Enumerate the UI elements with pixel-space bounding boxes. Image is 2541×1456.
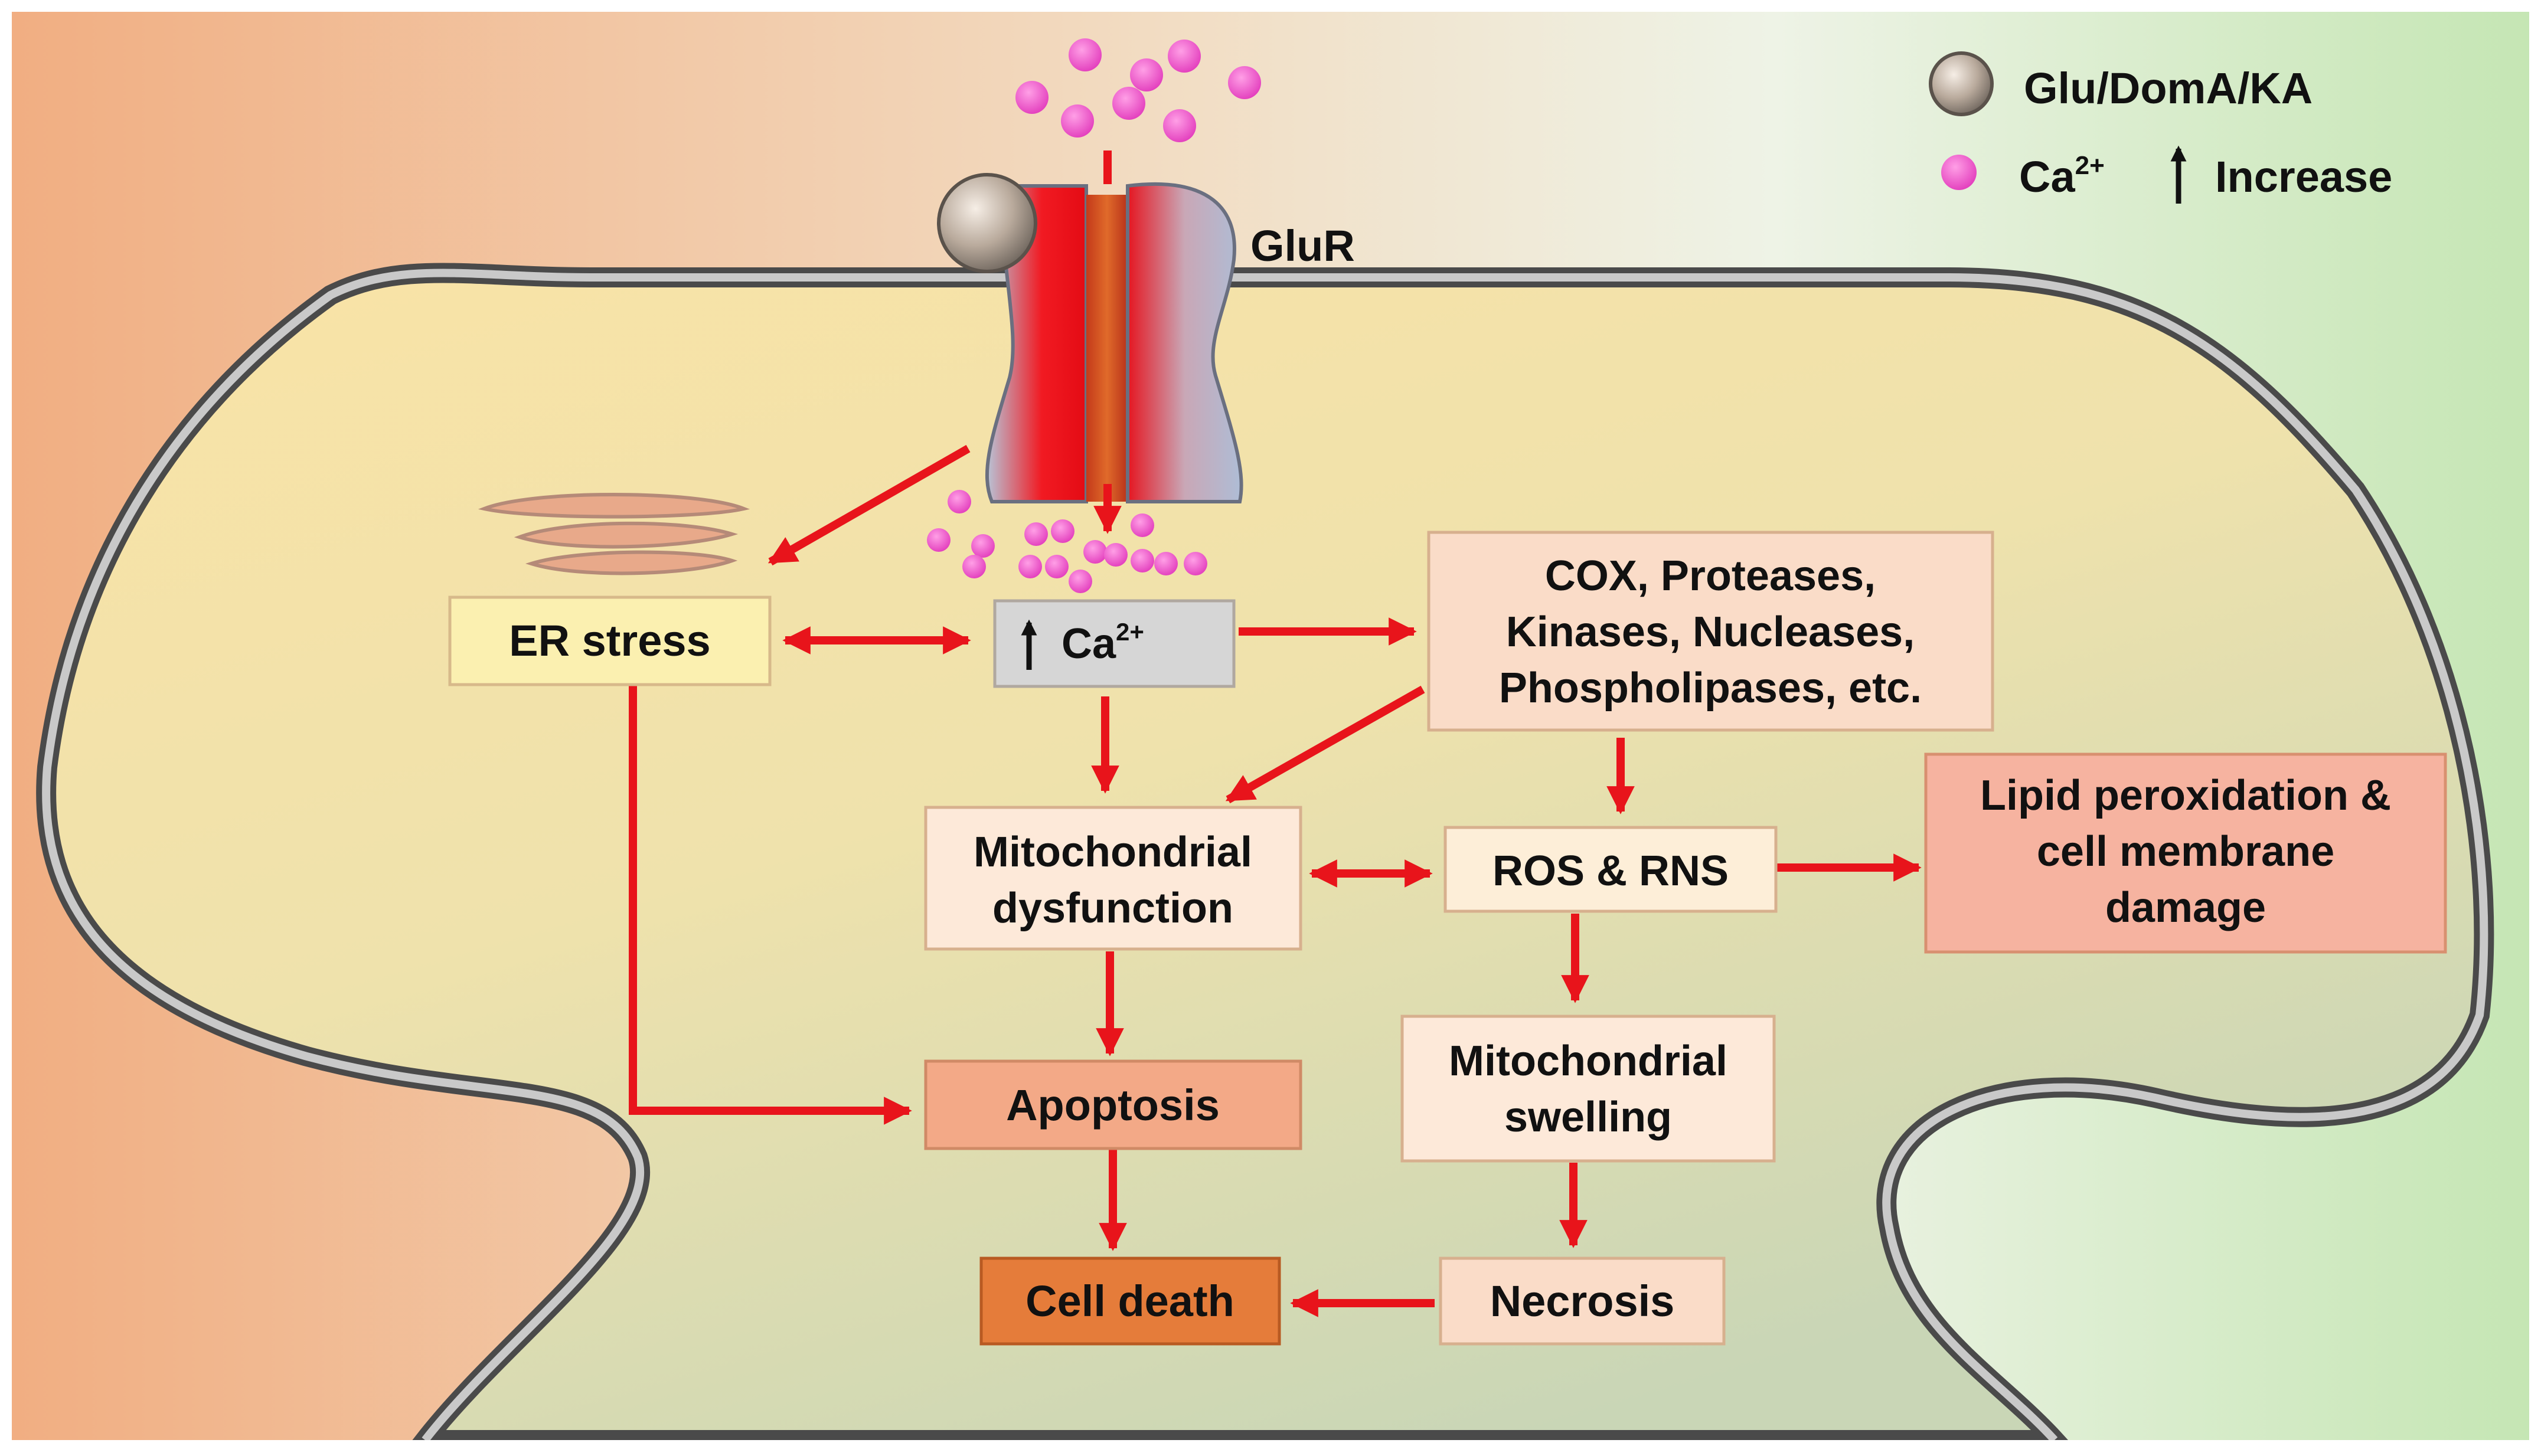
necrosis-label: Necrosis	[1490, 1277, 1675, 1326]
intracellular-calcium-cluster	[927, 490, 1207, 593]
lipid-line-2: cell membrane	[2037, 828, 2334, 875]
calcium-box-label: Ca2+	[1062, 618, 1144, 668]
legend-calcium-label: Ca2+	[2019, 151, 2105, 201]
lipid-box: Lipid peroxidation & cell membrane damag…	[1924, 752, 2447, 954]
necrosis-box: Necrosis	[1439, 1257, 1726, 1346]
glur-receptor-icon	[937, 173, 1243, 503]
ligand-legend-icon	[1929, 51, 1994, 116]
mito-dysfunction-box: Mitochondrial dysfunction	[924, 806, 1302, 951]
glur-label: GluR	[1250, 221, 1355, 270]
mito-swelling-line-1: Mitochondrial	[1449, 1038, 1727, 1085]
receptor-to-er-arrow	[767, 444, 971, 566]
calcium-legend-icon	[1941, 155, 1977, 190]
lipid-line-1: Lipid peroxidation &	[1980, 772, 2391, 819]
enzymes-line-3: Phospholipases, etc.	[1499, 665, 1922, 712]
ros-rns-label: ROS & RNS	[1492, 848, 1729, 895]
er-organelle-icon	[478, 493, 750, 575]
mito-dysfunction-line-2: dysfunction	[992, 885, 1233, 932]
cell-death-box: Cell death	[979, 1257, 1281, 1346]
er-stress-box: ER stress	[448, 596, 772, 686]
er-to-apoptosis-arrow	[629, 685, 912, 1125]
enzymes-line-2: Kinases, Nucleases,	[1506, 608, 1915, 656]
apoptosis-label: Apoptosis	[1006, 1081, 1220, 1130]
calcium-box: Ca2+	[993, 599, 1236, 688]
legend: Glu/DomA/KA Ca2+ Increase	[1929, 51, 2392, 204]
er-stress-label: ER stress	[509, 616, 710, 665]
enzymes-to-mito-arrow	[1225, 685, 1425, 804]
mito-dysfunction-line-1: Mitochondrial	[974, 829, 1252, 876]
legend-ligand-label: Glu/DomA/KA	[2024, 64, 2313, 113]
arrows	[629, 150, 1922, 1317]
extracellular-calcium-cluster	[1015, 38, 1261, 142]
cell-death-label: Cell death	[1025, 1277, 1234, 1326]
enzymes-line-1: COX, Proteases,	[1545, 552, 1876, 600]
apoptosis-box: Apoptosis	[924, 1059, 1302, 1150]
mito-swelling-box: Mitochondrial swelling	[1400, 1015, 1776, 1163]
enzymes-box: COX, Proteases, Kinases, Nucleases, Phos…	[1427, 531, 1994, 732]
ros-rns-box: ROS & RNS	[1443, 826, 1778, 913]
mito-swelling-line-2: swelling	[1504, 1094, 1672, 1141]
legend-increase-label: Increase	[2215, 152, 2392, 201]
lipid-line-3: damage	[2105, 884, 2266, 931]
